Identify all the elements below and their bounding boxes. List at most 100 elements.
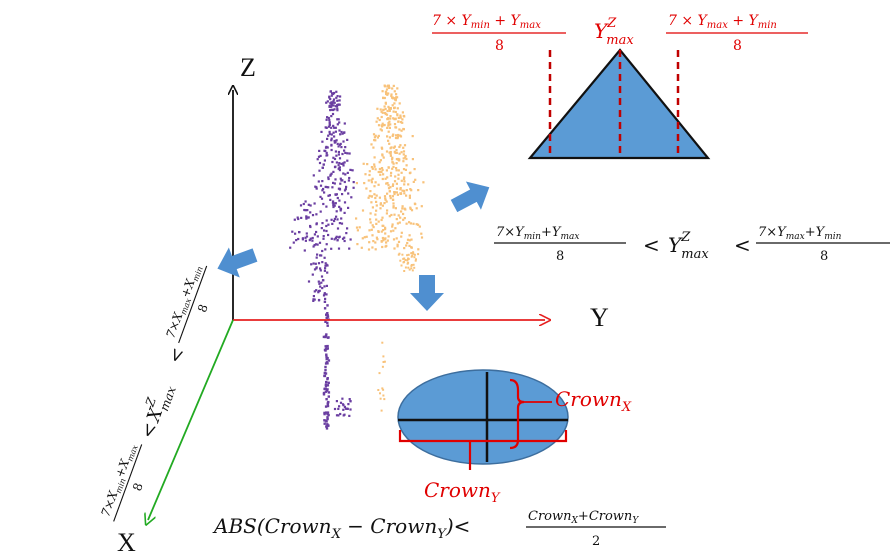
point <box>322 237 325 240</box>
point <box>346 138 349 141</box>
point <box>382 96 385 99</box>
point <box>374 168 377 171</box>
point <box>325 333 328 336</box>
point <box>346 152 349 155</box>
point <box>326 402 329 406</box>
point <box>341 237 345 240</box>
point <box>336 107 339 110</box>
point <box>315 213 318 216</box>
point <box>414 203 417 206</box>
point <box>401 121 404 124</box>
point <box>332 100 335 103</box>
point <box>381 387 384 390</box>
point <box>338 405 341 408</box>
point <box>410 264 413 266</box>
point <box>375 194 378 197</box>
point <box>344 151 347 154</box>
point <box>412 252 415 255</box>
point <box>394 207 397 210</box>
point <box>333 407 337 411</box>
point <box>404 156 407 159</box>
point <box>335 414 339 417</box>
point <box>323 159 326 162</box>
point <box>371 224 374 227</box>
point <box>305 217 308 220</box>
point <box>335 139 338 142</box>
point <box>308 239 311 242</box>
point <box>305 215 308 218</box>
point <box>332 181 335 184</box>
point <box>352 181 355 184</box>
point <box>332 203 335 207</box>
point <box>343 405 346 408</box>
point <box>375 222 378 225</box>
point <box>299 204 303 207</box>
point <box>413 253 416 256</box>
xcond-lt-1: < <box>137 420 162 441</box>
point <box>337 164 340 167</box>
point <box>317 155 321 158</box>
point <box>326 344 329 348</box>
point <box>395 167 398 170</box>
point <box>316 243 319 246</box>
point <box>374 181 377 184</box>
point <box>388 126 391 129</box>
point <box>322 187 325 191</box>
point <box>318 169 321 172</box>
point <box>325 219 328 222</box>
point <box>329 98 332 101</box>
point <box>406 238 410 241</box>
point <box>343 161 346 164</box>
point <box>334 130 337 133</box>
point <box>325 293 328 296</box>
point <box>370 181 373 184</box>
point <box>400 231 403 234</box>
point <box>366 163 369 166</box>
point <box>379 397 382 400</box>
point <box>369 190 372 193</box>
point <box>374 196 377 200</box>
point <box>327 223 330 226</box>
point <box>411 254 414 257</box>
point <box>393 107 396 110</box>
point <box>322 393 326 396</box>
point <box>382 394 385 397</box>
point <box>384 177 387 180</box>
point <box>412 263 415 266</box>
point <box>333 141 336 144</box>
point <box>378 372 381 375</box>
point <box>320 130 323 133</box>
point <box>338 187 341 190</box>
point <box>372 226 375 229</box>
point <box>383 123 386 127</box>
point <box>318 241 322 244</box>
point <box>381 122 384 125</box>
point <box>381 365 384 368</box>
point <box>348 414 351 417</box>
point <box>403 176 406 179</box>
point <box>388 215 391 218</box>
ycond-left-numerator: 7×Ymin+Ymax <box>496 225 579 242</box>
point <box>402 160 405 163</box>
point <box>323 412 326 416</box>
point <box>325 186 328 189</box>
point <box>300 216 303 219</box>
point <box>396 243 399 246</box>
point <box>330 105 333 108</box>
point <box>361 209 365 212</box>
point <box>329 198 332 201</box>
point <box>392 238 396 241</box>
point <box>344 173 347 176</box>
point <box>321 261 324 264</box>
point <box>325 205 328 208</box>
point <box>376 117 379 120</box>
point <box>305 232 308 235</box>
point <box>413 256 416 259</box>
point <box>382 108 385 112</box>
point <box>360 246 363 249</box>
point <box>304 209 307 212</box>
point <box>406 259 409 262</box>
point <box>383 96 386 100</box>
point <box>402 168 406 171</box>
